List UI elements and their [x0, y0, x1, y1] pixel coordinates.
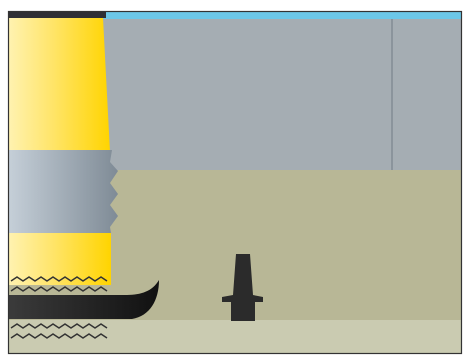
- column-boot: [9, 280, 159, 319]
- column-upper-segment: [9, 18, 110, 152]
- break-line-1: [10, 276, 108, 282]
- frame-border: [7, 10, 463, 355]
- break-line-4: [10, 333, 108, 339]
- top-bar: [9, 12, 106, 18]
- break-line-2: [10, 286, 108, 292]
- post-bollard: [222, 254, 263, 321]
- column-lower-segment: [9, 233, 111, 285]
- break-line-3: [10, 323, 108, 329]
- column-gray-band: [9, 150, 118, 233]
- sky-strip: [9, 12, 461, 19]
